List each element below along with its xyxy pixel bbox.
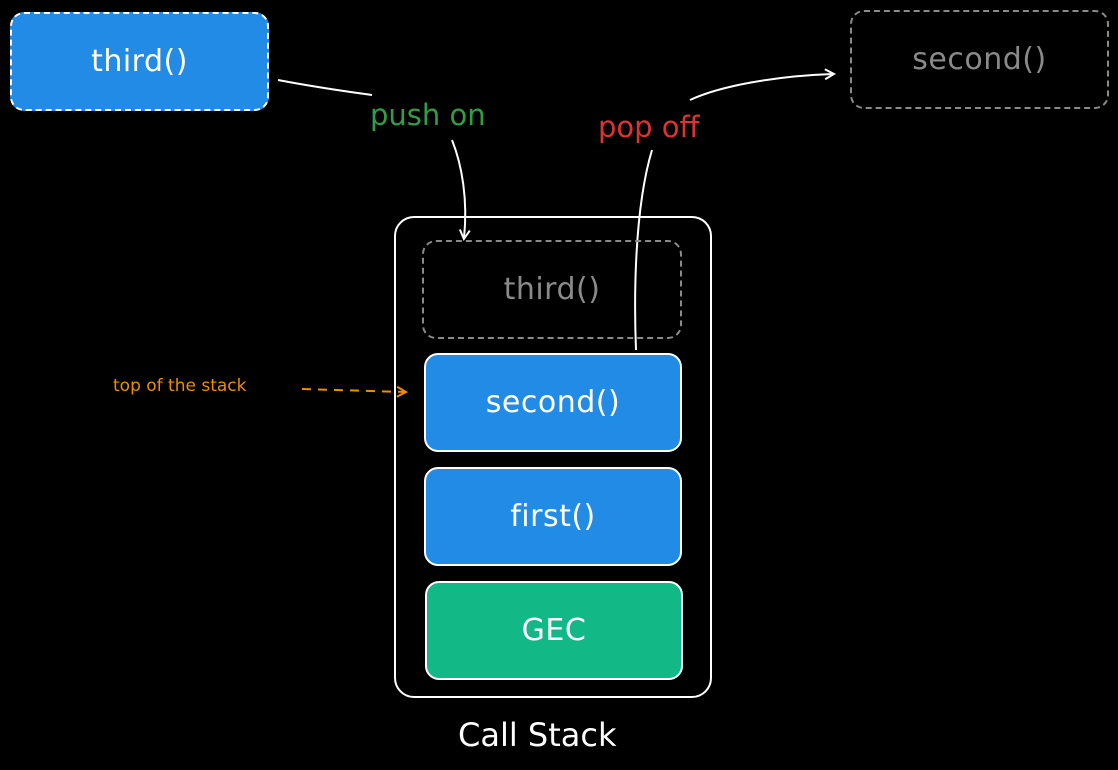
outgoing-frame-label: second() [912,42,1047,77]
call-stack-container [394,216,712,698]
pop-arrow-lower [634,149,653,351]
outgoing-frame-second: second() [850,10,1109,109]
pop-arrow-upper [689,74,833,101]
stack-frame-first: first() [424,467,682,566]
stack-frame-second: second() [424,353,682,452]
stack-frame-third: third() [422,240,682,339]
stack-frame-label: GEC [521,613,587,648]
push-on-label: push on [370,98,486,132]
pop-off-label: pop off [598,110,700,144]
top-of-stack-label: top of the stack [113,376,247,396]
push-arrow-lower [451,139,465,238]
incoming-frame-third: third() [10,12,269,111]
top-pointer-arrow [301,389,405,392]
stack-frame-gec: GEC [425,581,683,680]
incoming-frame-label: third() [91,44,188,79]
stack-frame-label: second() [485,385,621,420]
stack-frame-label: first() [510,499,596,534]
call-stack-title: Call Stack [458,716,617,754]
stack-frame-label: third() [503,272,601,307]
push-arrow-upper [277,79,373,96]
